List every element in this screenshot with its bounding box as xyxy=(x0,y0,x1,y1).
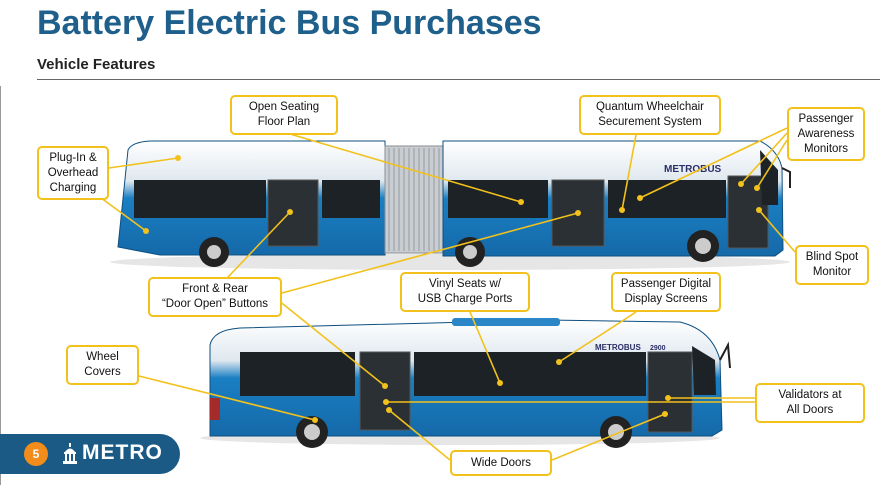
callout-door-open-buttons: Front & Rear “Door Open” Buttons xyxy=(148,277,282,317)
callout-plugin-charging: Plug-In & Overhead Charging xyxy=(37,146,109,200)
page-number-badge: 5 xyxy=(24,442,48,466)
callout-wheel-covers: Wheel Covers xyxy=(66,345,139,385)
page-title: Battery Electric Bus Purchases xyxy=(37,4,542,42)
header-divider xyxy=(37,79,880,80)
callout-digital-screens: Passenger Digital Display Screens xyxy=(611,272,721,312)
bus-brand-text-small: METROBUS xyxy=(595,343,641,352)
capitol-icon xyxy=(63,443,77,464)
bus-brand-text: METROBUS xyxy=(664,164,722,175)
callout-dots xyxy=(143,155,762,423)
metro-logo-text: METRO xyxy=(82,441,163,464)
left-divider xyxy=(0,86,1,485)
page-subtitle: Vehicle Features xyxy=(37,56,156,73)
callout-blind-spot: Blind Spot Monitor xyxy=(795,245,869,285)
callout-vinyl-seats: Vinyl Seats w/ USB Charge Ports xyxy=(400,272,530,312)
callout-open-seating: Open Seating Floor Plan xyxy=(230,95,338,135)
callout-leaders xyxy=(96,127,796,461)
articulated-bus xyxy=(110,140,791,270)
callout-awareness-monitors: Passenger Awareness Monitors xyxy=(787,107,865,161)
callout-quantum-wheelchair: Quantum Wheelchair Securement System xyxy=(579,95,721,135)
callout-wide-doors: Wide Doors xyxy=(450,450,552,476)
bus-fleet-number: 2900 xyxy=(650,345,666,352)
standard-bus xyxy=(200,318,731,448)
callout-validators: Validators at All Doors xyxy=(755,383,865,423)
